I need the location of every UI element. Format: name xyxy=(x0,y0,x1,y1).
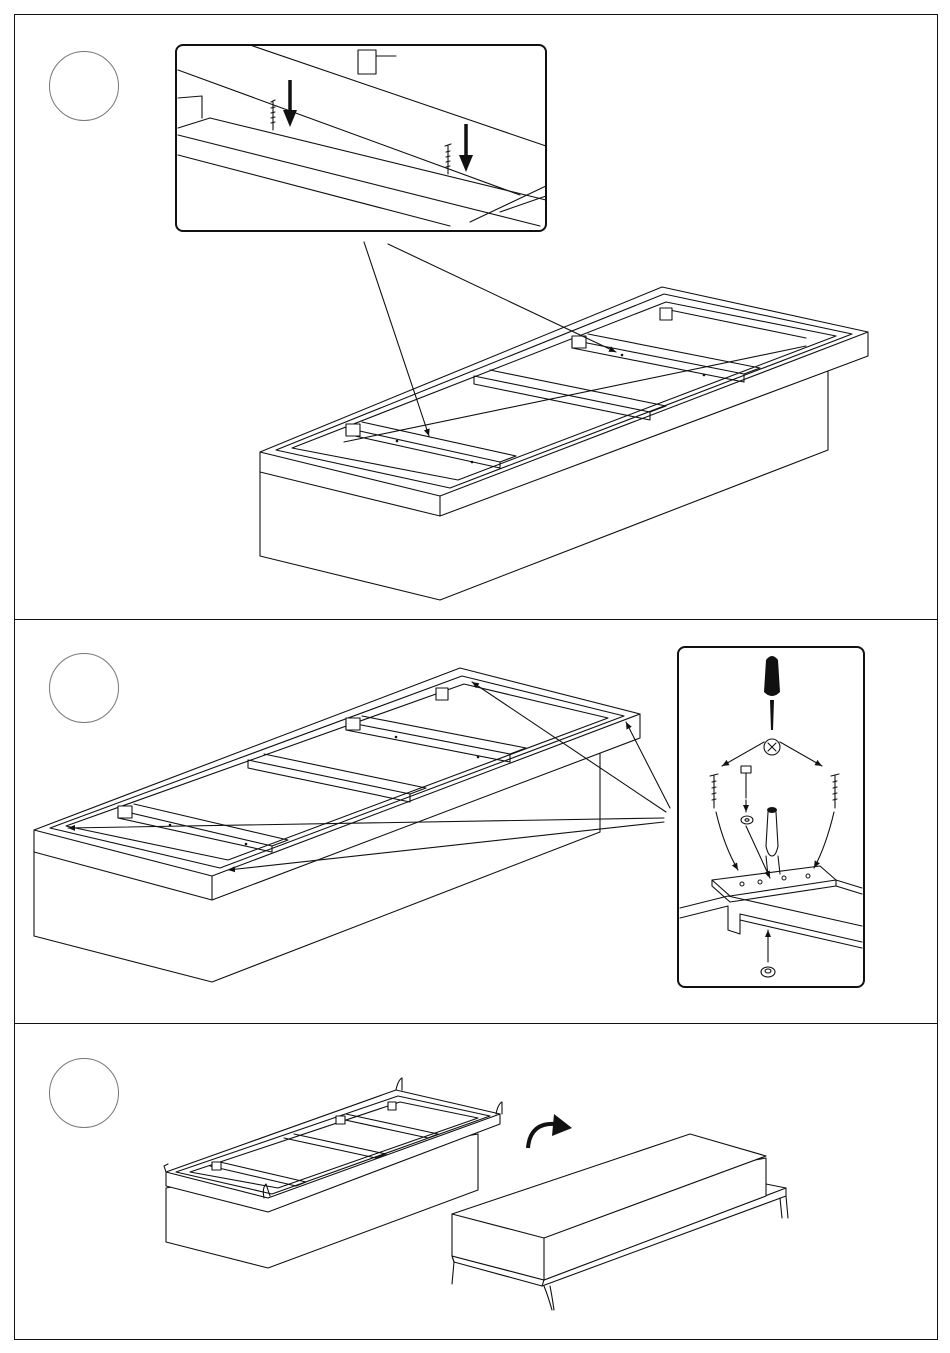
step-2-bed-base xyxy=(34,668,670,982)
step-3-frame-with-legs xyxy=(164,1078,502,1268)
rotate-arrow-icon xyxy=(528,1114,572,1148)
nut-icon xyxy=(761,967,775,977)
washer-icon xyxy=(741,816,753,824)
cross-circle-icon xyxy=(764,739,780,755)
step-2-detail-callout xyxy=(678,647,864,987)
step-1-bed-base xyxy=(260,287,868,600)
step-3-finished-bed xyxy=(452,1134,788,1310)
